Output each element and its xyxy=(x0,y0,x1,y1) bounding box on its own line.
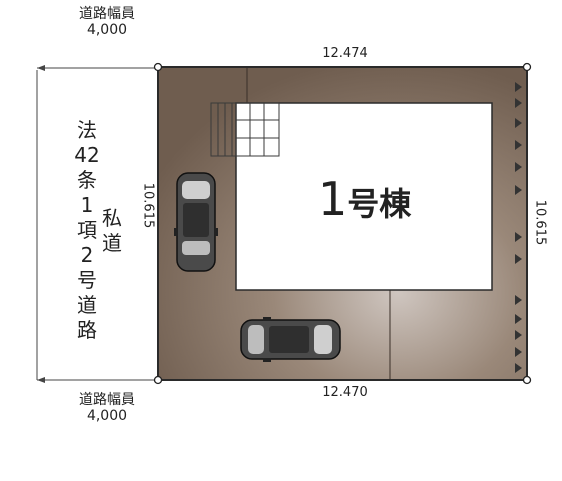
dimension-left: 10.615 xyxy=(140,182,156,229)
road-width-bottom-title: 道路幅員 xyxy=(79,392,135,408)
entrance-steps xyxy=(210,102,280,157)
corner-marker-tr xyxy=(522,62,532,72)
fence-markers xyxy=(515,82,522,373)
corner-marker-br xyxy=(522,375,532,385)
road-width-bottom-label: 道路幅員 4,000 xyxy=(52,392,162,424)
dimension-right: 10.615 xyxy=(532,199,548,246)
corner-marker-tl xyxy=(153,62,163,72)
house-suffix: 号棟 xyxy=(347,185,412,223)
car-icon-horizontal xyxy=(240,317,341,362)
dimension-bottom: 12.470 xyxy=(322,385,368,400)
dimension-top: 12.474 xyxy=(322,46,368,61)
private-road-label: 私 道 xyxy=(102,206,122,255)
corner-marker-bl xyxy=(153,375,163,385)
house-footprint xyxy=(235,102,493,291)
car-icon-vertical xyxy=(174,172,218,272)
road-width-bottom-value: 4,000 xyxy=(86,408,128,424)
house-label: 1号棟 xyxy=(318,172,411,226)
road-type-label: 法 42 条 1 項 2 号 道 路 xyxy=(74,118,100,342)
road-width-top-label: 道路幅員 4,000 xyxy=(52,6,162,38)
road-width-top-value: 4,000 xyxy=(86,22,128,38)
house-number: 1 xyxy=(318,172,348,226)
road-width-top-title: 道路幅員 xyxy=(79,6,135,22)
